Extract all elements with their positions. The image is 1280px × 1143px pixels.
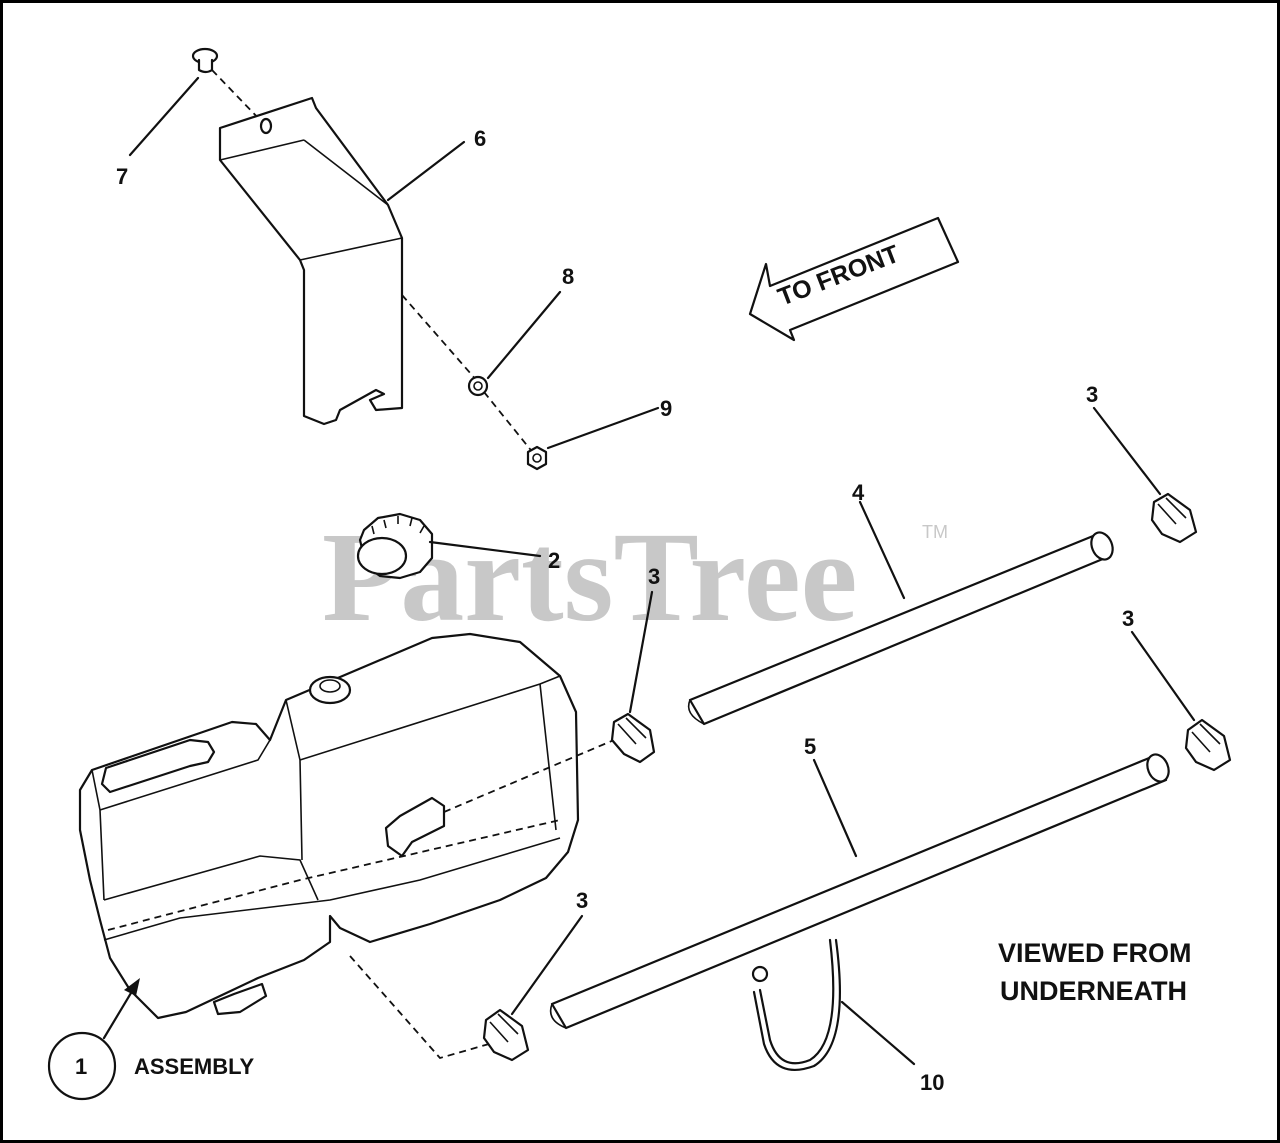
dash-8-9 — [483, 391, 535, 455]
to-front-arrow: TO FRONT — [748, 216, 960, 342]
part-9-nut[interactable] — [526, 445, 548, 471]
part-10-hose-clip[interactable] — [751, 938, 841, 1071]
dash-tank-lower-clamp — [349, 955, 497, 1060]
callout-4: 4 — [852, 480, 865, 505]
dash-tank-clamp — [443, 739, 615, 813]
callout-7: 7 — [116, 164, 128, 189]
part-3-clamp-mid[interactable] — [610, 712, 656, 764]
part-3-clamp-bottom[interactable] — [482, 1008, 530, 1062]
callout-3-mid: 3 — [648, 564, 660, 589]
callout-circle-1 — [47, 1031, 117, 1101]
callout-2: 2 — [548, 548, 560, 573]
callout-numbers: 1 2 3 3 3 3 4 5 6 7 8 9 10 — [75, 126, 1134, 1095]
callout-3-top-right: 3 — [1086, 382, 1098, 407]
part-5-fuel-hose[interactable] — [549, 751, 1173, 1030]
callout-6: 6 — [474, 126, 486, 151]
part-3-clamp-lower-right[interactable] — [1184, 718, 1232, 772]
dash-7-6 — [211, 69, 263, 123]
part-3-clamp-top-right[interactable] — [1150, 492, 1198, 544]
part-2-fuel-cap[interactable] — [356, 512, 434, 580]
watermark-tm: TM — [922, 522, 948, 542]
label-underneath: UNDERNEATH — [1000, 976, 1187, 1006]
callout-10: 10 — [920, 1070, 944, 1095]
callout-9: 9 — [660, 396, 672, 421]
label-viewed-from: VIEWED FROM — [998, 938, 1192, 968]
callout-1: 1 — [75, 1054, 87, 1079]
part-8-nut[interactable] — [467, 375, 489, 397]
leader-lines — [128, 76, 1196, 1066]
callout-8: 8 — [562, 264, 574, 289]
assembly-arrow — [102, 978, 140, 1040]
part-7-screw[interactable] — [191, 47, 219, 74]
callout-3-bottom: 3 — [576, 888, 588, 913]
callout-3-lower-right: 3 — [1122, 606, 1134, 631]
callout-5: 5 — [804, 734, 816, 759]
dash-6-8 — [401, 294, 479, 383]
part-4-fuel-hose[interactable] — [687, 529, 1117, 726]
part-6-heat-shield[interactable] — [218, 96, 404, 426]
label-assembly: ASSEMBLY — [134, 1054, 255, 1079]
part-1-fuel-tank[interactable] — [78, 632, 580, 1020]
